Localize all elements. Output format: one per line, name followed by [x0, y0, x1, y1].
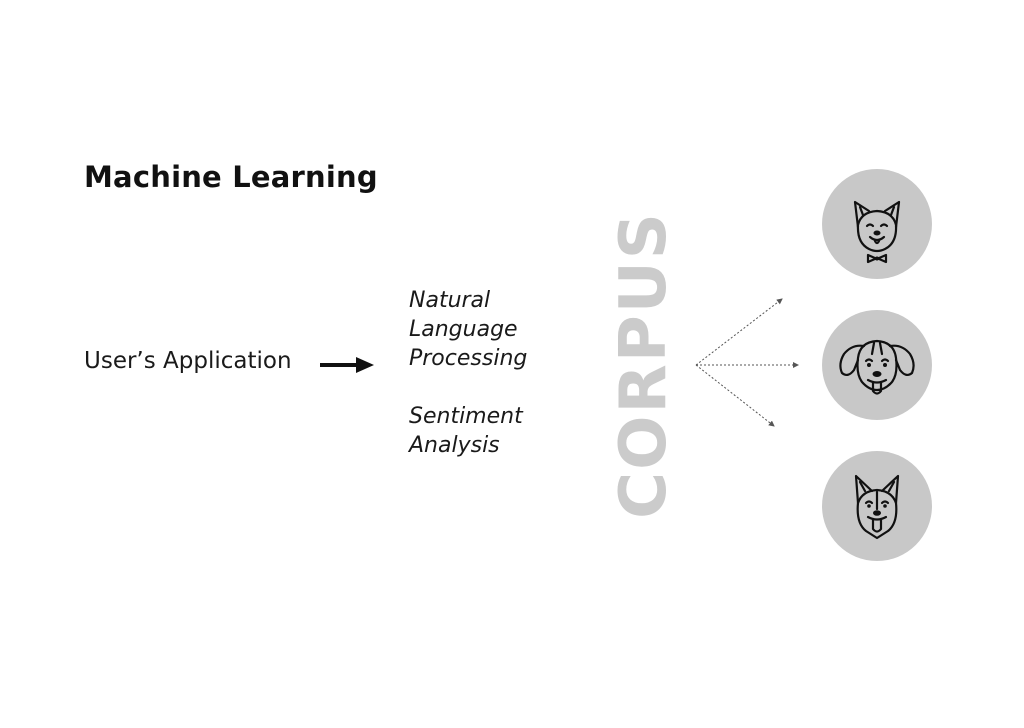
floppy-ear-dog-icon: [839, 339, 915, 395]
chihuahua-dog-icon: [853, 200, 901, 264]
corgi-dog-icon: [854, 474, 900, 540]
connector-top: [695, 298, 783, 366]
technique-nlp: Natural Language Processing: [409, 288, 528, 371]
diagram-title: Machine Learning: [84, 160, 378, 194]
corpus-block: CORPUS: [607, 210, 681, 520]
connector-bottom: [695, 364, 775, 427]
technique-sentiment: Sentiment Analysis: [409, 404, 523, 458]
techniques-list: Natural Language Processing Sentiment An…: [409, 286, 589, 489]
input-label: User’s Application: [84, 348, 292, 374]
dog-circle-2: [822, 310, 932, 420]
dog-circle-3: [822, 451, 932, 561]
fan-out-connectors: [695, 298, 799, 427]
corpus-label: CORPUS: [607, 211, 681, 519]
dog-circle-1: [822, 169, 932, 279]
input-arrow: [320, 357, 374, 373]
